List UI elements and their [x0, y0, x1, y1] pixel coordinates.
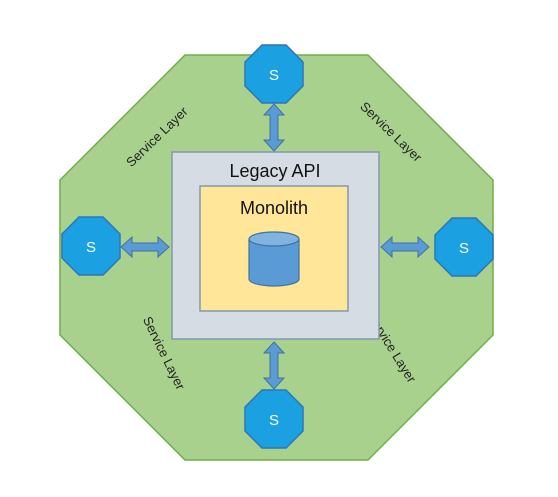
service-node-top: S: [244, 44, 304, 104]
service-node-right: S: [434, 217, 494, 277]
legacy-api-label: Legacy API: [229, 161, 320, 181]
double-arrow-icon: [120, 235, 170, 259]
service-node-label: S: [459, 240, 469, 257]
service-node-bottom: S: [244, 389, 304, 449]
service-node-label: S: [86, 239, 96, 256]
double-arrow-icon: [380, 235, 430, 259]
service-node-label: S: [269, 412, 279, 429]
service-node-label: S: [269, 67, 279, 84]
service-node-left: S: [61, 216, 121, 276]
double-arrow-icon: [262, 103, 286, 152]
double-arrow-icon: [262, 341, 286, 390]
monolith-label: Monolith: [240, 198, 308, 218]
database-cylinder-icon: [248, 231, 300, 287]
